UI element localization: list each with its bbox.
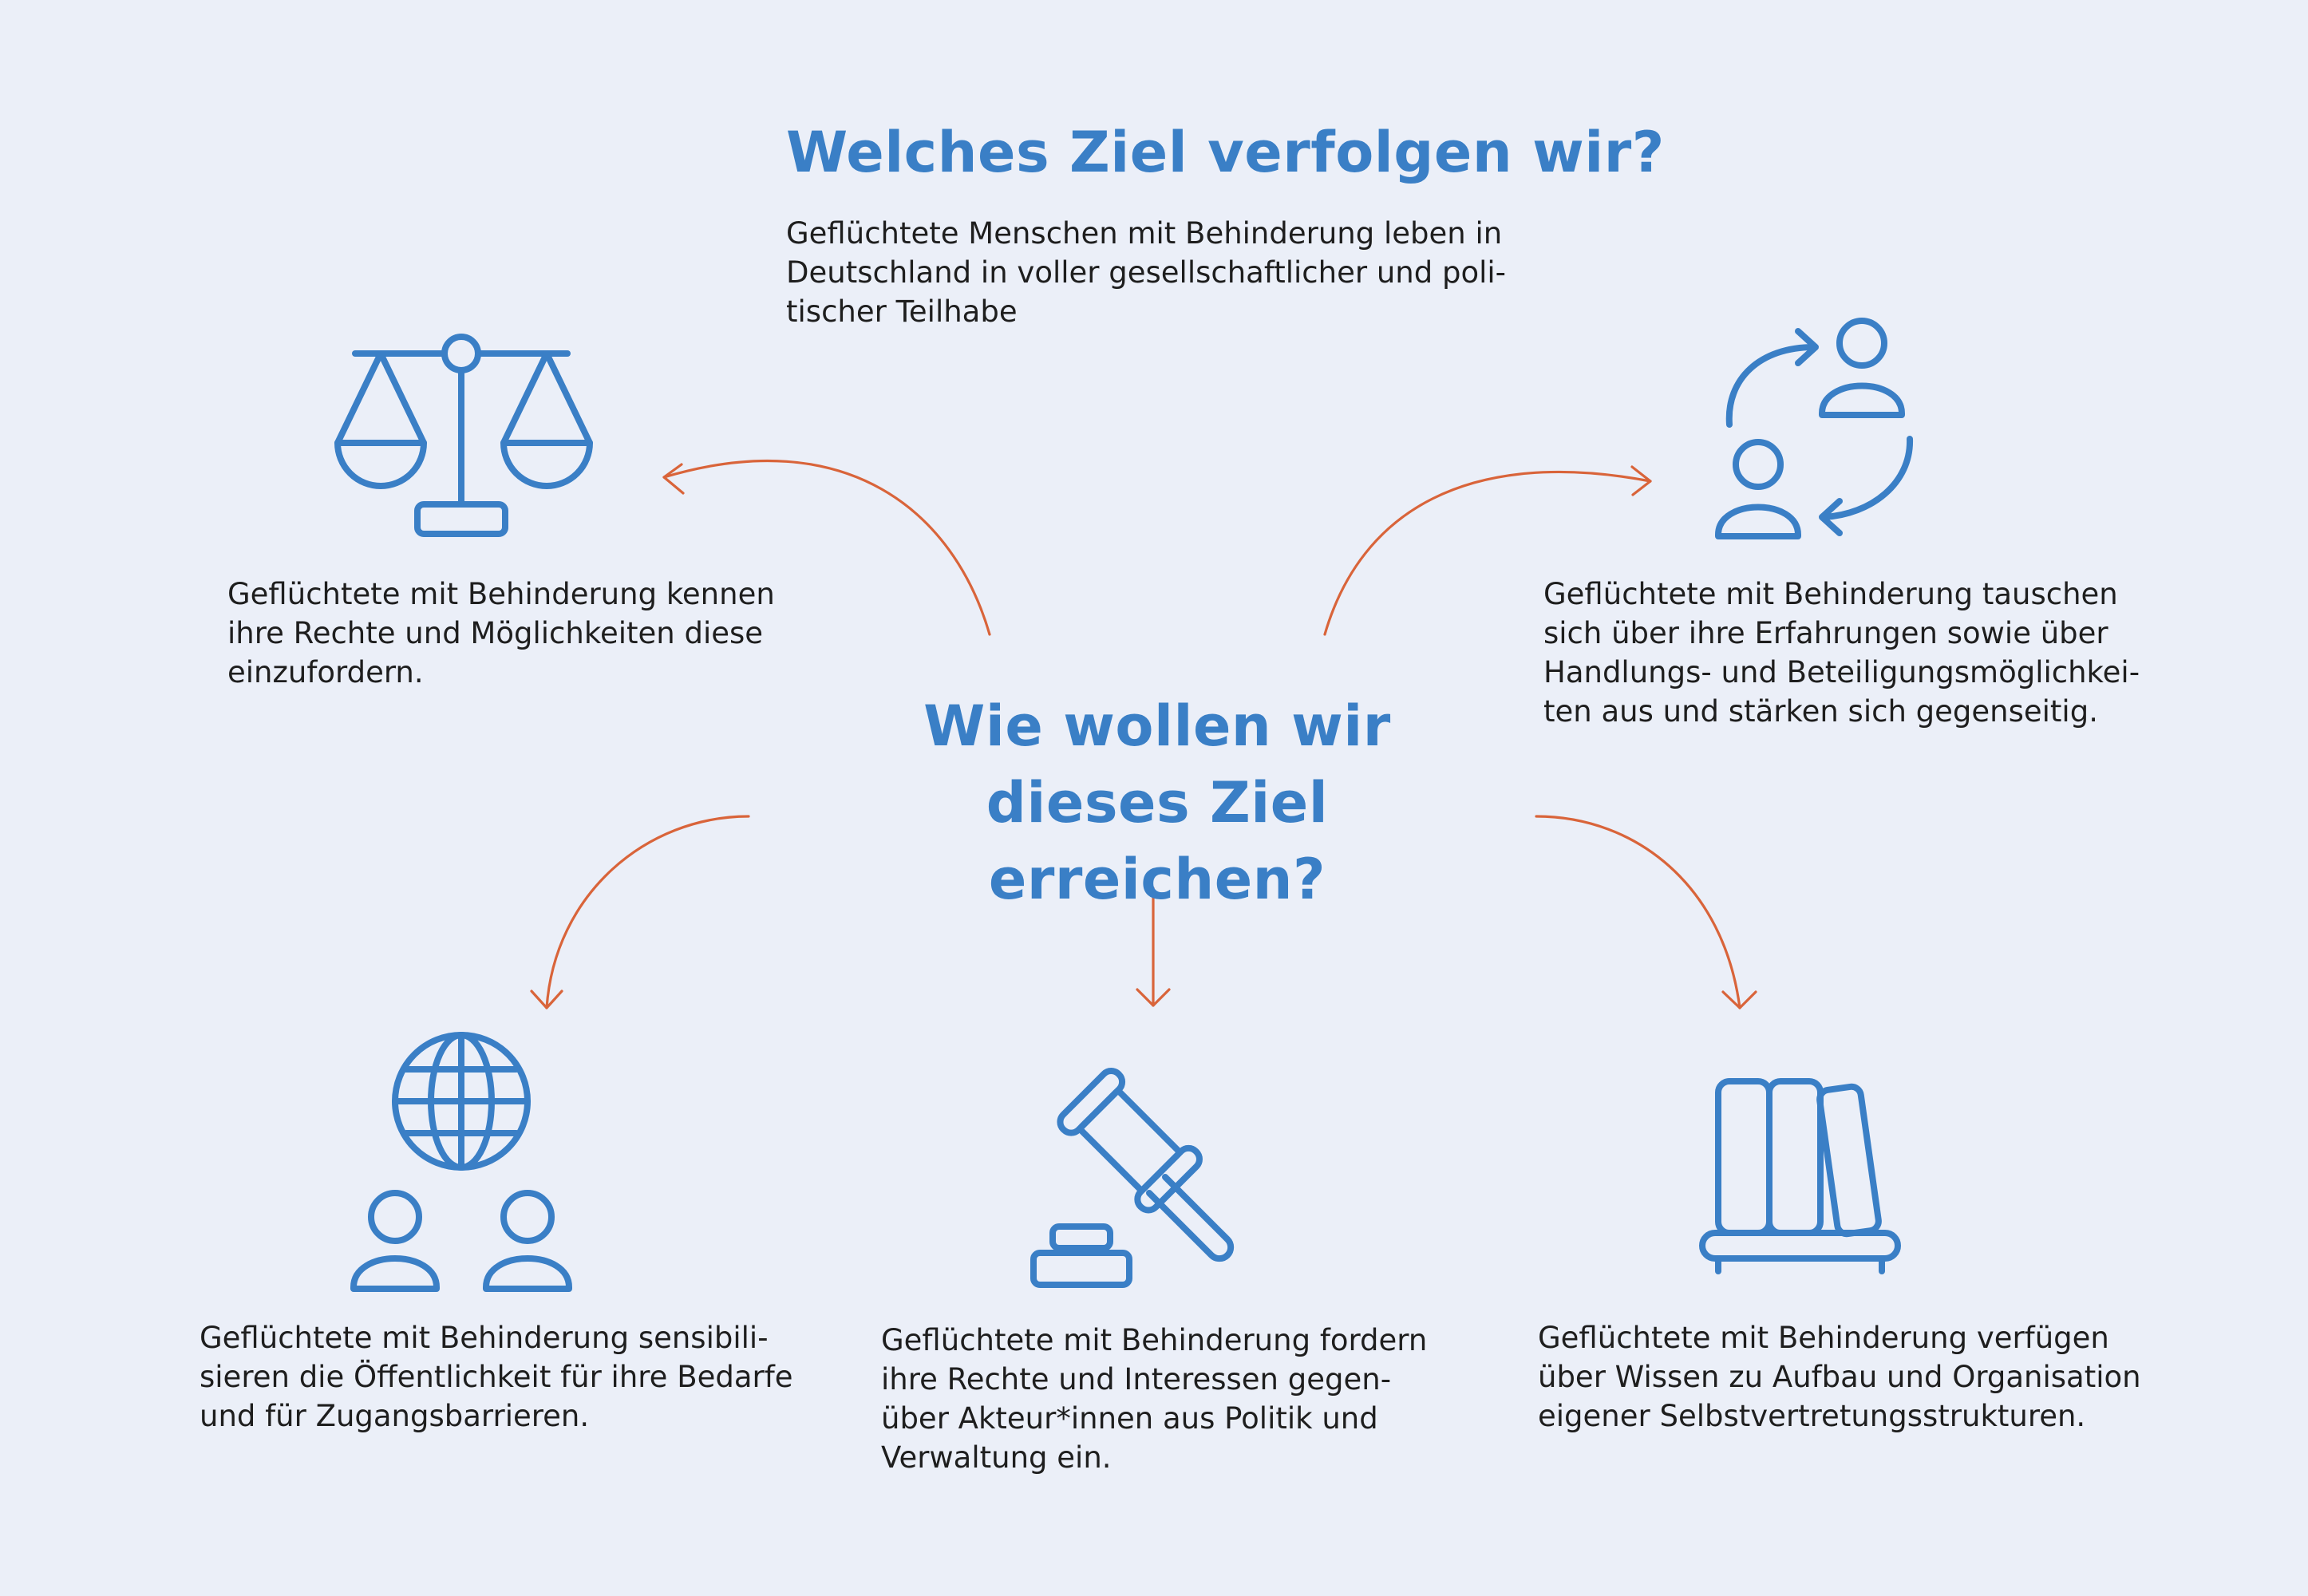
outcome-text-knowledge: Geflüchtete mit Behinderung verfügen übe… (1538, 1321, 2141, 1433)
gavel-icon (1030, 1068, 1235, 1288)
outcome-text-public: Geflüchtete mit Behinderung sensibili- s… (200, 1321, 793, 1433)
goal-text: Geflüchtete Menschen mit Behinderung leb… (786, 216, 1507, 329)
arrow-to-exchange (1323, 465, 1652, 636)
arrow-to-demand (1136, 887, 1171, 1007)
method-title: Wie wollen wir dieses Ziel erreichen? (923, 693, 1391, 912)
scales-icon (334, 334, 593, 537)
arrow-to-knowledge (1535, 815, 1757, 1009)
people-exchange-icon (1715, 318, 1914, 539)
books-icon (1699, 1078, 1901, 1274)
outcome-text-rights: Geflüchtete mit Behinderung kennen ihre … (227, 577, 775, 689)
outcome-text-exchange: Geflüchtete mit Behinderung tauschen sic… (1543, 577, 2140, 729)
globe-people-icon (350, 1032, 572, 1292)
outcome-text-demand: Geflüchtete mit Behinderung fordern ihre… (881, 1323, 1428, 1475)
arrow-to-public (530, 815, 750, 1009)
goal-title: Welches Ziel verfolgen wir? (786, 120, 1665, 185)
arrow-to-rights (662, 459, 991, 636)
